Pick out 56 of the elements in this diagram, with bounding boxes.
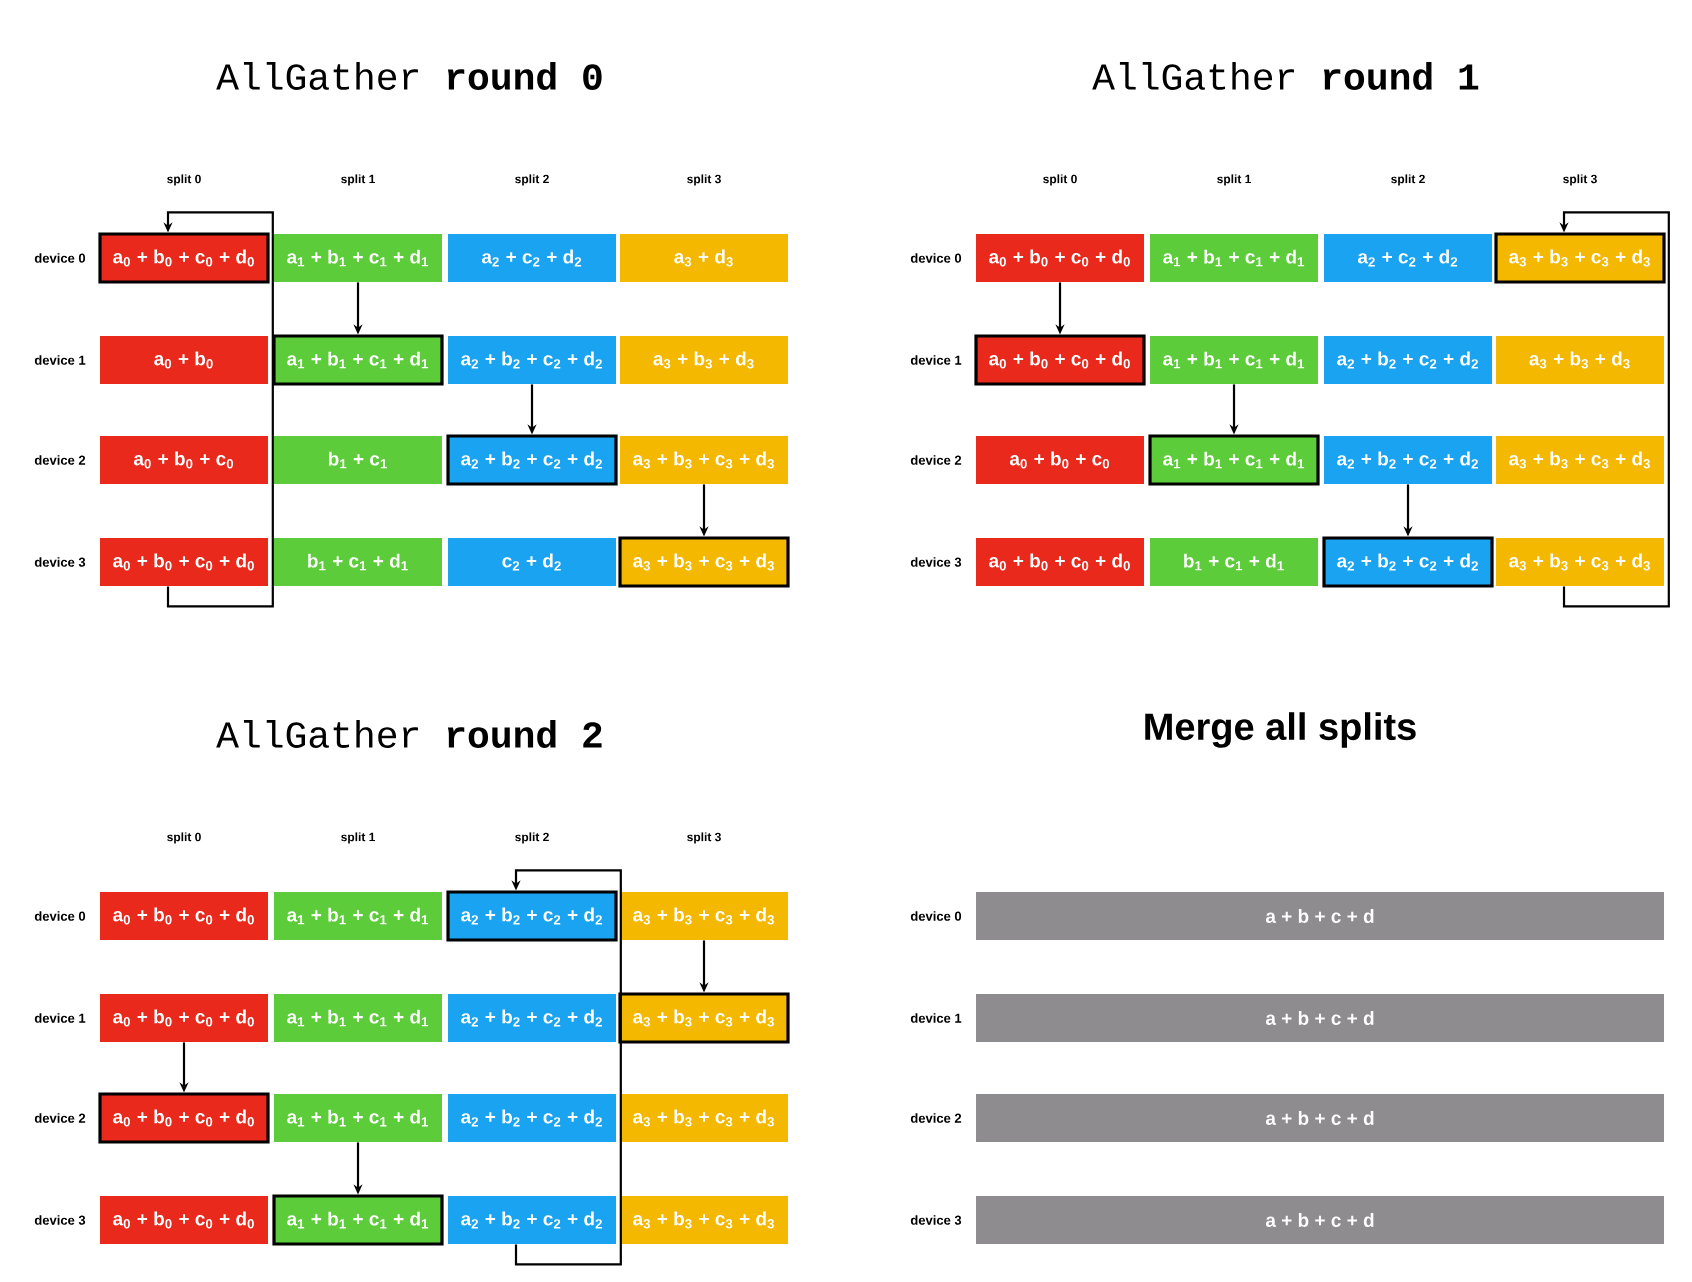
data-block: b$_{1}$ + c$_{1}$ + d$_{1}$: [274, 538, 442, 586]
data-block: a$_{2}$ + c$_{2}$ + d$_{2}$: [1324, 234, 1492, 282]
data-block: a$_{1}$ + b$_{1}$ + c$_{1}$ + d$_{1}$: [1150, 336, 1318, 384]
data-block: a$_{3}$ + b$_{3}$ + c$_{3}$ + d$_{3}$: [620, 892, 788, 940]
panel-title: AllGather round 0: [216, 62, 602, 90]
data-block: a$_{1}$ + b$_{1}$ + c$_{1}$ + d$_{1}$: [1150, 234, 1318, 282]
data-block: a$_{3}$ + b$_{3}$ + c$_{3}$ + d$_{3}$: [620, 1196, 788, 1244]
data-block: a$_{0}$ + b$_{0}$ + c$_{0}$ + d$_{0}$: [100, 994, 268, 1042]
merged-bar: a + b + c + d: [976, 1094, 1664, 1142]
data-block: a$_{3}$ + b$_{3}$ + c$_{3}$ + d$_{3}$: [618, 992, 790, 1044]
data-block: a$_{0}$ + b$_{0}$ + c$_{0}$ + d$_{0}$: [976, 234, 1144, 282]
panel-title: AllGather round 1: [1092, 62, 1479, 90]
data-block: a$_{2}$ + b$_{2}$ + c$_{2}$ + d$_{2}$: [448, 994, 616, 1042]
data-block: a$_{0}$ + b$_{0}$ + c$_{0}$ + d$_{0}$: [976, 538, 1144, 586]
data-block: a$_{1}$ + b$_{1}$ + c$_{1}$ + d$_{1}$: [272, 334, 444, 386]
data-block: b$_{1}$ + c$_{1}$: [274, 436, 442, 484]
data-block: a$_{2}$ + b$_{2}$ + c$_{2}$ + d$_{2}$: [1322, 536, 1494, 588]
merged-bar: a + b + c + d: [976, 994, 1664, 1042]
data-block: a$_{2}$ + b$_{2}$ + c$_{2}$ + d$_{2}$: [446, 434, 618, 486]
data-block: a$_{3}$ + b$_{3}$ + d$_{3}$: [620, 336, 788, 384]
data-block: a$_{2}$ + b$_{2}$ + c$_{2}$ + d$_{2}$: [448, 1196, 616, 1244]
panel-title: Merge all splits: [1145, 712, 1416, 748]
data-block: a$_{2}$ + b$_{2}$ + c$_{2}$ + d$_{2}$: [448, 1094, 616, 1142]
data-block: a$_{2}$ + b$_{2}$ + c$_{2}$ + d$_{2}$: [1324, 336, 1492, 384]
data-block: a$_{3}$ + b$_{3}$ + c$_{3}$ + d$_{3}$: [1494, 232, 1666, 284]
data-block: a$_{1}$ + b$_{1}$ + c$_{1}$ + d$_{1}$: [274, 1094, 442, 1142]
data-block: a$_{0}$ + b$_{0}$ + c$_{0}$ + d$_{0}$: [100, 1196, 268, 1244]
data-block: a$_{2}$ + b$_{2}$ + c$_{2}$ + d$_{2}$: [446, 890, 618, 942]
data-block: a$_{1}$ + b$_{1}$ + c$_{1}$ + d$_{1}$: [274, 234, 442, 282]
data-block: a$_{0}$ + b$_{0}$ + c$_{0}$ + d$_{0}$: [98, 1092, 270, 1144]
data-block: a$_{0}$ + b$_{0}$ + c$_{0}$ + d$_{0}$: [974, 334, 1146, 386]
data-block: a$_{1}$ + b$_{1}$ + c$_{1}$ + d$_{1}$: [274, 994, 442, 1042]
data-block: b$_{1}$ + c$_{1}$ + d$_{1}$: [1150, 538, 1318, 586]
data-block: a$_{2}$ + b$_{2}$ + c$_{2}$ + d$_{2}$: [1324, 436, 1492, 484]
merged-bar: a + b + c + d: [976, 1196, 1664, 1244]
data-block: a$_{1}$ + b$_{1}$ + c$_{1}$ + d$_{1}$: [1148, 434, 1320, 486]
data-block: a$_{0}$ + b$_{0}$ + c$_{0}$ + d$_{0}$: [100, 892, 268, 940]
data-block: a$_{1}$ + b$_{1}$ + c$_{1}$ + d$_{1}$: [272, 1194, 444, 1246]
data-block: a$_{3}$ + b$_{3}$ + c$_{3}$ + d$_{3}$: [1496, 436, 1664, 484]
data-block: a$_{0}$ + b$_{0}$ + c$_{0}$ + d$_{0}$: [98, 232, 270, 284]
data-block: a$_{0}$ + b$_{0}$ + c$_{0}$: [100, 436, 268, 484]
data-block: a$_{3}$ + b$_{3}$ + c$_{3}$ + d$_{3}$: [1496, 538, 1664, 586]
data-block: c$_{2}$ + d$_{2}$: [448, 538, 616, 586]
merged-bar: a + b + c + d: [976, 892, 1664, 940]
data-block: a$_{3}$ + b$_{3}$ + c$_{3}$ + d$_{3}$: [620, 1094, 788, 1142]
data-block: a$_{3}$ + b$_{3}$ + c$_{3}$ + d$_{3}$: [618, 536, 790, 588]
data-block: a$_{0}$ + b$_{0}$: [100, 336, 268, 384]
data-block: a$_{0}$ + b$_{0}$ + c$_{0}$ + d$_{0}$: [100, 538, 268, 586]
data-block: a$_{0}$ + b$_{0}$ + c$_{0}$: [976, 436, 1144, 484]
data-block: a$_{3}$ + b$_{3}$ + c$_{3}$ + d$_{3}$: [620, 436, 788, 484]
data-block: a$_{2}$ + b$_{2}$ + c$_{2}$ + d$_{2}$: [448, 336, 616, 384]
data-block: a$_{3}$ + d$_{3}$: [620, 234, 788, 282]
data-block: a$_{1}$ + b$_{1}$ + c$_{1}$ + d$_{1}$: [274, 892, 442, 940]
data-block: a$_{3}$ + b$_{3}$ + d$_{3}$: [1496, 336, 1664, 384]
data-block: a$_{2}$ + c$_{2}$ + d$_{2}$: [448, 234, 616, 282]
panel-title: AllGather round 2: [216, 720, 602, 748]
